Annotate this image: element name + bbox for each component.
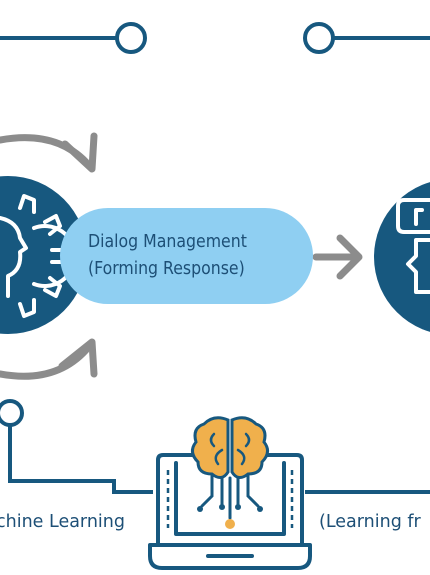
pill-line-1: Dialog Management (88, 232, 247, 252)
top-left-connector (0, 22, 147, 54)
curved-arrow-icon (0, 338, 98, 380)
dialog-management-pill: Dialog Management (Forming Response) (60, 208, 313, 304)
curved-arrow-icon (0, 132, 98, 173)
pill-line-2: (Forming Response) (88, 259, 245, 279)
ai-chip-head-icon (374, 182, 430, 332)
gear-head-icon (0, 176, 87, 334)
bottom-left-connector (0, 399, 153, 494)
right-arrow-icon (312, 234, 363, 280)
machine-learning-label: chine Learning (0, 509, 125, 535)
brain-laptop-icon (148, 416, 312, 570)
top-right-connector (303, 22, 430, 54)
learning-from-label: (Learning fr (319, 509, 421, 535)
